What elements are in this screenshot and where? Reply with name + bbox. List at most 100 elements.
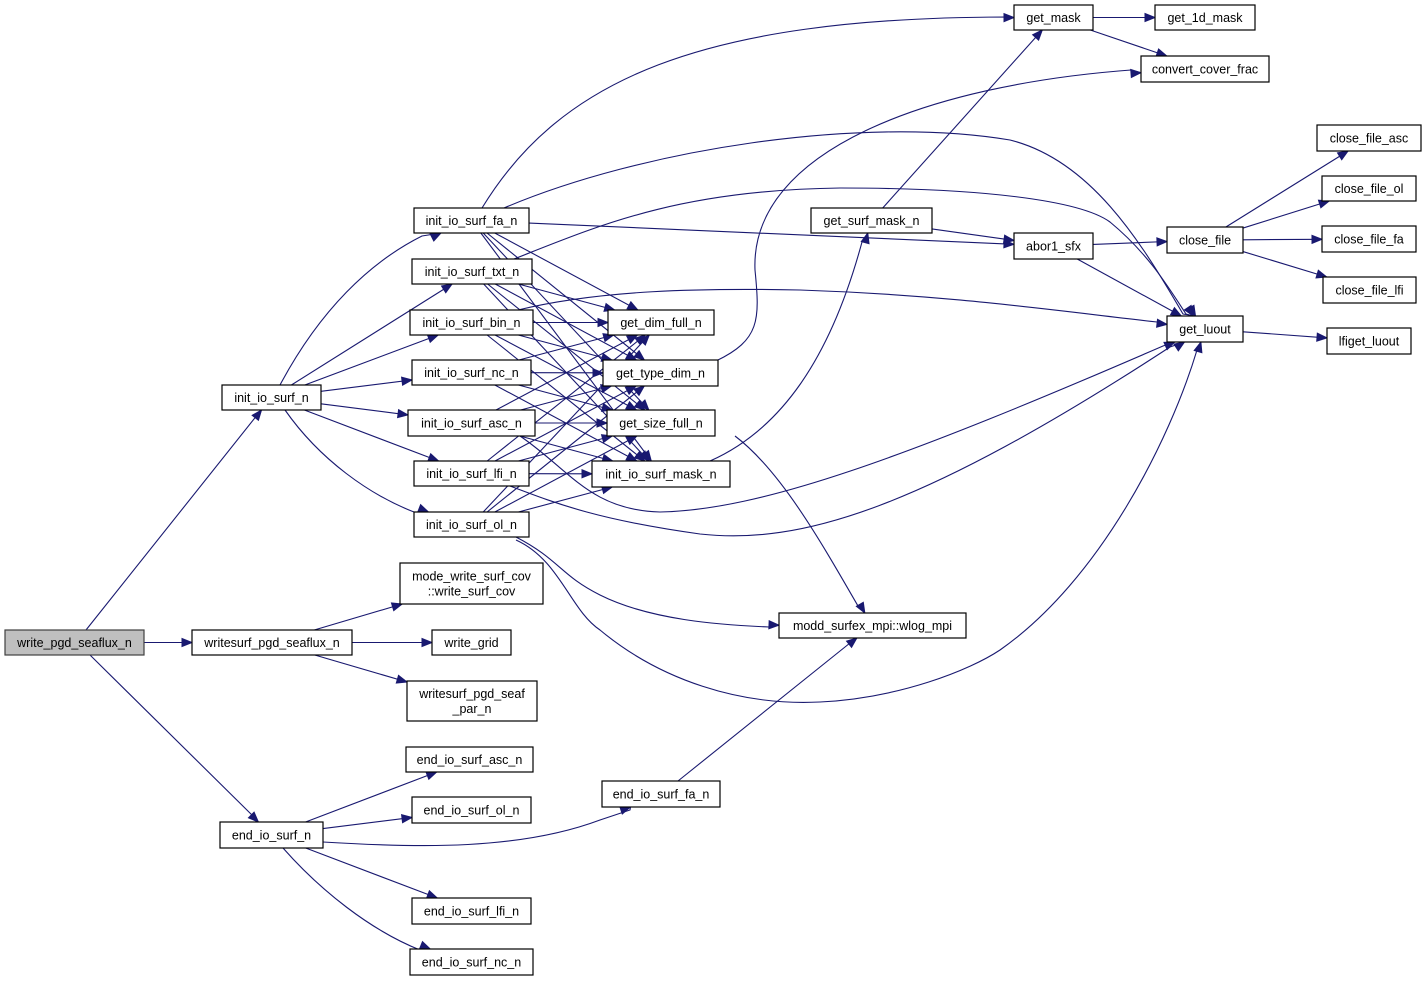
node-label: init_io_surf_fa_n	[426, 214, 518, 228]
edge-line	[1076, 258, 1182, 317]
edge-line	[305, 847, 438, 899]
edge-get-surf-mask-n-to-abor1-sfx	[931, 228, 1016, 244]
node-label: mode_write_surf_cov	[412, 570, 532, 584]
arrowhead-icon	[396, 408, 410, 419]
node-init-io-surf-ol-n[interactable]: init_io_surf_ol_n	[413, 511, 530, 538]
edge-line	[320, 379, 413, 392]
node-label: init_io_surf_n	[234, 391, 308, 405]
node-label: lfiget_luout	[1339, 335, 1400, 349]
arrowhead-icon	[1315, 269, 1329, 279]
edge-write-pgd-seaflux-n-to-writesurf-pgd-seaflux-n	[144, 637, 194, 648]
arrowhead-icon	[626, 300, 639, 311]
edge-init-io-surf-n-to-init-io-surf-asc-n	[320, 403, 410, 419]
node-init-io-surf-n[interactable]: init_io_surf_n	[221, 384, 322, 411]
node-close-file-fa[interactable]: close_file_fa	[1321, 225, 1417, 253]
edge-init-io-surf-fa-n-to-get-dim-full-n	[494, 232, 639, 311]
node-label: _par_n	[452, 702, 492, 716]
arrowhead-icon	[596, 418, 609, 428]
node-box	[411, 359, 532, 386]
node-box	[411, 897, 532, 925]
node-get-dim-full-n[interactable]: get_dim_full_n	[607, 309, 715, 336]
node-abor1-sfx[interactable]: abor1_sfx	[1013, 232, 1094, 260]
node-end-io-surf-fa-n[interactable]: end_io_surf_fa_n	[601, 780, 721, 808]
node-write-grid[interactable]: write_grid	[431, 629, 512, 656]
node-writesurf-pgd-seaf-par-n[interactable]: writesurf_pgd_seaf_par_n	[406, 680, 538, 722]
node-get-1d-mask[interactable]: get_1d_mask	[1154, 4, 1256, 31]
node-close-file-lfi[interactable]: close_file_lfi	[1322, 276, 1417, 304]
node-box	[411, 796, 532, 824]
node-label: get_dim_full_n	[620, 316, 701, 330]
node-end-io-surf-n[interactable]: end_io_surf_n	[219, 821, 324, 849]
edge-get-size-full-n-to-wlog-mpi	[734, 435, 866, 615]
node-label: get_luout	[1179, 323, 1231, 337]
arrowhead-icon	[633, 385, 646, 397]
node-close-file[interactable]: close_file	[1166, 226, 1244, 254]
edge-line	[677, 637, 858, 782]
node-end-io-surf-asc-n[interactable]: end_io_surf_asc_n	[405, 746, 534, 773]
node-box	[409, 948, 534, 976]
edge-init-io-surf-fa-n-to-abor1-sfx	[528, 222, 1016, 249]
edge-line	[284, 409, 429, 513]
node-box	[413, 207, 530, 234]
edge-init-io-surf-lfi-n-to-get-size-full-n	[518, 434, 614, 462]
node-close-file-asc[interactable]: close_file_asc	[1316, 124, 1422, 152]
arrowhead-icon	[597, 317, 610, 328]
node-label: end_io_surf_n	[232, 829, 311, 843]
node-get-size-full-n[interactable]: get_size_full_n	[606, 409, 716, 437]
edge-writesurf-pgd-seaflux-n-to-write-grid	[352, 637, 434, 648]
edge-init-io-surf-mask-n-to-get-surf-mask-n	[709, 231, 870, 462]
node-init-io-surf-txt-n[interactable]: init_io_surf_txt_n	[411, 258, 533, 285]
node-box	[1321, 175, 1417, 202]
node-get-surf-mask-n[interactable]: get_surf_mask_n	[810, 207, 933, 234]
node-label: end_io_surf_ol_n	[424, 804, 520, 818]
edge-writesurf-pgd-seaflux-n-to-mode-write-surf-cov	[314, 602, 404, 631]
edge-end-io-surf-fa-n-to-wlog-mpi	[677, 637, 858, 782]
edge-init-io-surf-ol-n-to-get-size-full-n	[494, 435, 638, 513]
node-init-io-surf-asc-n[interactable]: init_io_surf_asc_n	[407, 409, 536, 437]
node-label: close_file_asc	[1330, 132, 1409, 146]
node-init-io-surf-mask-n[interactable]: init_io_surf_mask_n	[591, 460, 731, 488]
edge-line	[515, 341, 1202, 703]
node-get-mask[interactable]: get_mask	[1013, 4, 1094, 31]
node-label: ::write_surf_cov	[428, 585, 516, 599]
arrowhead-icon	[181, 637, 194, 648]
node-init-io-surf-bin-n[interactable]: init_io_surf_bin_n	[409, 309, 534, 336]
edge-write-pgd-seaflux-n-to-end-io-surf-n	[89, 654, 260, 823]
arrowhead-icon	[1002, 234, 1016, 244]
edge-init-io-surf-ol-n-to-get-type-dim-n	[486, 385, 646, 513]
node-mode-write-surf-cov[interactable]: mode_write_surf_cov::write_surf_cov	[399, 562, 544, 605]
node-lfiget-luout[interactable]: lfiget_luout	[1326, 327, 1412, 355]
edge-line	[518, 435, 613, 462]
node-init-io-surf-fa-n[interactable]: init_io_surf_fa_n	[413, 207, 530, 234]
node-convert-cover-frac[interactable]: convert_cover_frac	[1140, 55, 1270, 83]
node-init-io-surf-lfi-n[interactable]: init_io_surf_lfi_n	[413, 460, 530, 487]
node-get-luout[interactable]: get_luout	[1166, 315, 1244, 343]
node-label: get_1d_mask	[1167, 11, 1243, 25]
arrowhead-icon	[421, 637, 434, 648]
edge-line	[322, 816, 413, 830]
edge-get-mask-to-convert-cover-frac	[1090, 29, 1169, 58]
edge-line	[494, 232, 639, 311]
arrowhead-icon	[633, 399, 646, 411]
node-box	[407, 409, 536, 437]
node-close-file-ol[interactable]: close_file_ol	[1321, 175, 1417, 202]
edge-line	[279, 232, 442, 386]
node-get-type-dim-n[interactable]: get_type_dim_n	[602, 359, 719, 387]
node-box	[602, 359, 719, 387]
arrowhead-icon	[633, 349, 646, 361]
node-end-io-surf-lfi-n[interactable]: end_io_surf_lfi_n	[411, 897, 532, 925]
node-init-io-surf-nc-n[interactable]: init_io_surf_nc_n	[411, 359, 532, 386]
node-end-io-surf-ol-n[interactable]: end_io_surf_ol_n	[411, 796, 532, 824]
arrowhead-icon	[1130, 68, 1143, 79]
edge-close-file-to-close-file-fa	[1242, 234, 1324, 245]
node-write-pgd-seaflux-n[interactable]: write_pgd_seaflux_n	[4, 629, 145, 656]
node-box	[607, 309, 715, 336]
arrowhead-icon	[251, 408, 263, 422]
edge-line	[89, 654, 259, 823]
node-end-io-surf-nc-n[interactable]: end_io_surf_nc_n	[409, 948, 534, 976]
edge-line	[517, 288, 1168, 325]
edge-init-io-surf-bin-n-to-get-luout	[517, 288, 1169, 328]
node-wlog-mpi[interactable]: modd_surfex_mpi::wlog_mpi	[778, 612, 967, 639]
node-box	[1140, 55, 1270, 83]
node-writesurf-pgd-seaflux-n[interactable]: writesurf_pgd_seaflux_n	[191, 629, 353, 656]
